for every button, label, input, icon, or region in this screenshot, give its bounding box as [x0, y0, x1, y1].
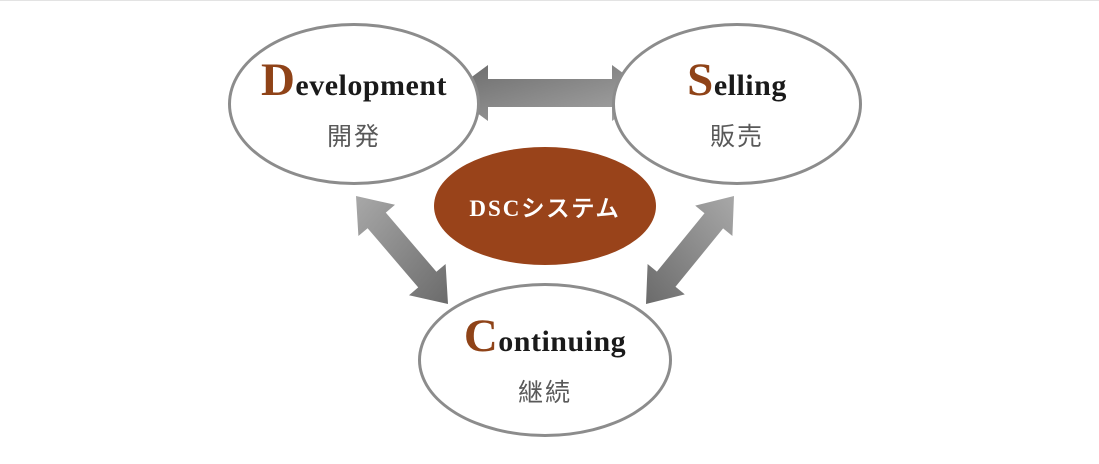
selling-jp-label: 販売: [709, 122, 764, 151]
continuing-rest: ontinuing: [498, 325, 627, 359]
development-initial: D: [260, 54, 296, 107]
center-ellipse: DSCシステム: [434, 147, 656, 265]
node-development: Development 開発: [228, 23, 480, 185]
continuing-jp-label: 継続: [517, 378, 572, 407]
continuing-initial: C: [463, 310, 499, 363]
arrow-development-selling-icon: [450, 65, 650, 121]
node-selling: Selling 販売: [612, 23, 862, 185]
selling-label: Selling: [687, 54, 787, 107]
development-jp-label: 開発: [326, 122, 381, 151]
continuing-label: Continuing: [463, 310, 627, 363]
selling-rest: elling: [713, 69, 787, 103]
arrow-development-continuing-icon: [356, 196, 448, 304]
node-continuing: Continuing 継続: [418, 283, 672, 437]
development-label: Development: [260, 54, 448, 107]
center-label: DSCシステム: [469, 196, 621, 221]
development-rest: evelopment: [295, 69, 448, 103]
selling-initial: S: [687, 54, 714, 107]
arrow-selling-continuing-icon: [646, 196, 734, 304]
